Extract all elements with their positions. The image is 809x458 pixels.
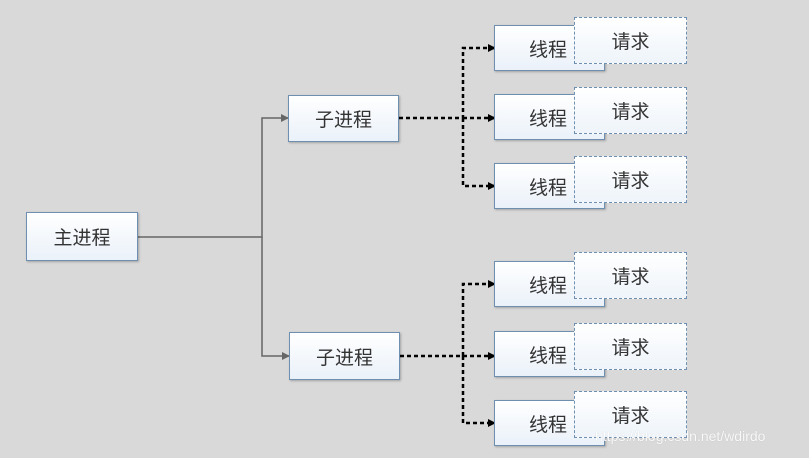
request-label: 请求: [611, 170, 650, 192]
connector-child-2-to-thread-1: [400, 280, 496, 358]
connector-child-1-to-thread-1: [399, 44, 496, 120]
watermark-text: https://blog.csdn.net/wdirdo: [595, 428, 766, 444]
main-process-label: 主进程: [53, 227, 111, 249]
request-box-2-3: 请求: [574, 391, 687, 438]
thread-label: 线程: [529, 176, 568, 199]
request-label: 请求: [611, 101, 650, 123]
request-box-1-2: 请求: [574, 87, 687, 134]
request-label: 请求: [611, 31, 650, 53]
connector-child-1-to-thread-3: [461, 118, 496, 190]
child-process-box-1: 子进程: [288, 95, 399, 142]
main-process-box: 主进程: [26, 212, 138, 261]
thread-label: 线程: [529, 274, 568, 297]
thread-label: 线程: [529, 38, 568, 61]
request-label: 请求: [611, 266, 650, 288]
request-label: 请求: [611, 337, 650, 359]
request-box-1-1: 请求: [574, 17, 687, 64]
child-process-box-2: 子进程: [289, 332, 400, 380]
request-box-2-1: 请求: [574, 252, 687, 299]
thread-label: 线程: [529, 107, 568, 130]
thread-label: 线程: [529, 413, 568, 436]
thread-label: 线程: [529, 344, 568, 367]
connector-main-to-child-1: [138, 114, 289, 238]
request-box-1-3: 请求: [574, 156, 687, 203]
request-box-2-2: 请求: [574, 323, 687, 370]
request-label: 请求: [611, 405, 650, 427]
child-process-label: 子进程: [314, 109, 372, 131]
connector-child-2-to-thread-3: [461, 356, 496, 427]
child-process-label: 子进程: [315, 346, 373, 369]
connector-main-to-child-2: [261, 237, 290, 360]
